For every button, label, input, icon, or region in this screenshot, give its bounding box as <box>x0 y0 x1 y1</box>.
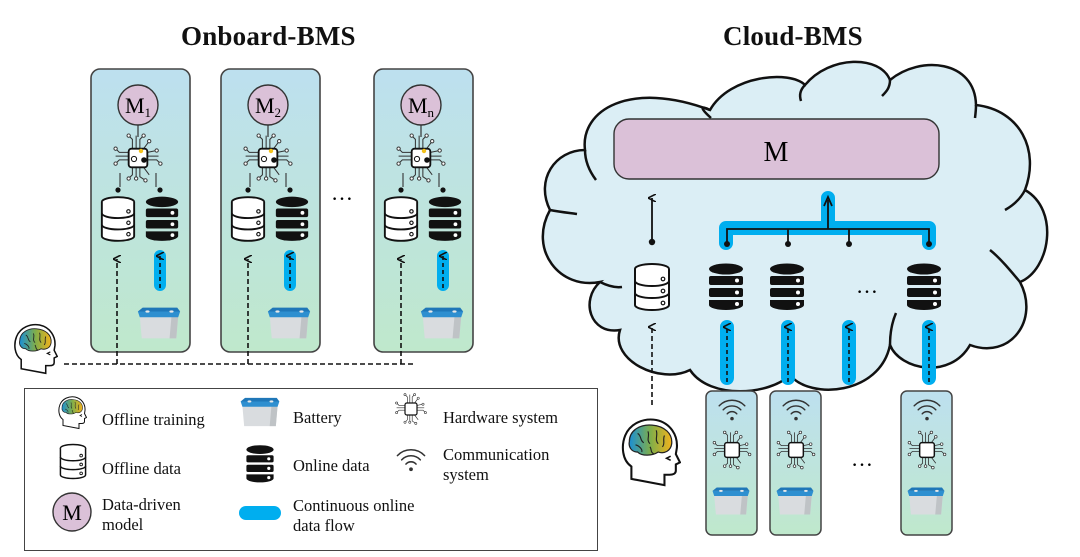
onboard-unit-1: M1 <box>90 68 191 353</box>
offline-db-icon <box>100 196 136 242</box>
legend-label-offline-data: Offline data <box>102 459 181 478</box>
offline-db-icon <box>383 196 419 242</box>
battery-icon <box>712 487 750 515</box>
legend-label-system: system <box>443 465 489 484</box>
cloud-inner-curves <box>549 79 1027 346</box>
vehicle-unit-2 <box>769 390 822 536</box>
legend-brain-head-icon <box>58 396 87 430</box>
legend-offline-db-icon <box>59 443 87 480</box>
onboard-bms-title: Onboard-BMS <box>181 21 356 51</box>
cloud-upload-flows <box>720 320 936 385</box>
legend-flow-bar-icon <box>239 506 281 520</box>
cloud-offline-training-head-icon <box>621 418 681 487</box>
battery-icon <box>907 487 945 515</box>
cloud-offline-db-icon <box>634 263 670 311</box>
cloud-ellipsis: … <box>856 273 880 298</box>
cloud-bms-title: Cloud-BMS <box>723 21 863 51</box>
onboard-unit-n: Mn <box>373 68 474 353</box>
legend-box: M Offline training Offline data Data-dri… <box>24 388 598 551</box>
battery-icon <box>420 307 464 339</box>
model-label: M2 <box>255 93 281 120</box>
vehicle-unit-1 <box>705 390 758 536</box>
legend-wifi-icon <box>396 448 426 472</box>
model-label: M1 <box>125 93 151 120</box>
legend-model-circle-icon <box>52 492 92 532</box>
model-label: Mn <box>408 93 435 120</box>
legend-online-db-icon <box>246 445 274 483</box>
vehicle-ellipsis: … <box>851 446 875 471</box>
offline-training-head-icon <box>14 323 58 375</box>
offline-db-icon <box>230 196 266 242</box>
onboard-unit-2: M2 <box>220 68 321 353</box>
vehicle-unit-n <box>900 390 953 536</box>
legend-battery-icon <box>240 397 280 427</box>
battery-icon <box>776 487 814 515</box>
cloud-aggregation-flow <box>719 191 936 250</box>
legend-label-hardware-system: Hardware system <box>443 408 559 427</box>
battery-icon <box>267 307 311 339</box>
legend-label-online-data: Online data <box>293 456 370 475</box>
onboard-ellipsis: … <box>331 180 355 205</box>
legend-label-data-driven: Data-driven <box>102 495 181 514</box>
legend-model-letter: M <box>62 500 82 525</box>
legend-label-offline-training: Offline training <box>102 410 205 429</box>
legend-label-continuous-flow: Continuous online <box>293 496 415 515</box>
legend-label-model: model <box>102 515 144 534</box>
legend-chip-icon <box>394 392 428 426</box>
battery-icon <box>137 307 181 339</box>
cloud-model-box <box>613 118 940 180</box>
legend-label-communication: Communication <box>443 445 550 464</box>
cloud-model-label: M <box>764 137 789 168</box>
offline-training-paths <box>64 259 413 365</box>
legend-label-battery: Battery <box>293 408 342 427</box>
legend-label-data-flow: data flow <box>293 516 355 535</box>
